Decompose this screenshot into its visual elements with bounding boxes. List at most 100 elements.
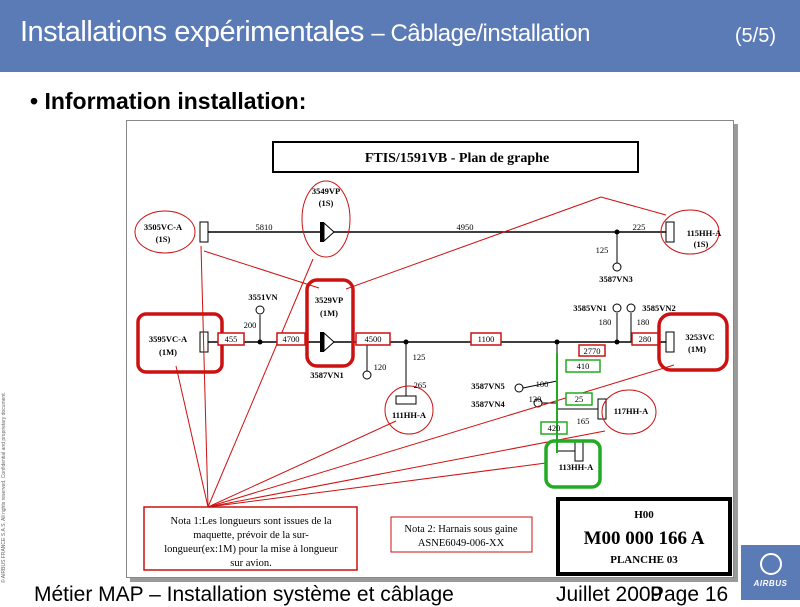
length-100: 100 (536, 379, 549, 389)
logo-text: AIRBUS (753, 579, 788, 588)
highlight-3529 (305, 278, 355, 368)
note2-line: ASNE6049-006-XX (418, 538, 505, 549)
junction-dot (403, 339, 409, 345)
box-1100 (470, 332, 502, 346)
length-265: 265 (414, 380, 427, 390)
splice-vn3 (612, 262, 622, 272)
length-225: 225 (633, 222, 646, 232)
label-3549: 3549VP (312, 186, 340, 196)
length-455: 455 (225, 334, 238, 344)
note1-line: Nota 1:Les longueurs sont issues de la (171, 516, 332, 527)
green-length-boxes (540, 359, 601, 435)
length-180a: 180 (599, 317, 612, 327)
label-115-mult: (1S) (694, 239, 709, 249)
length-180b: 180 (637, 317, 650, 327)
title-main: Installations expérimentales (20, 16, 364, 48)
note1-line: maquette, prévoir de la sur- (193, 530, 309, 541)
cartouche-box (556, 497, 732, 576)
logo-mark-icon (760, 553, 782, 575)
cartouche-planche: PLANCHE 03 (610, 554, 678, 566)
node-labels: 3505VC-A (1S) 3549VP (1S) 115HH-A (1S) 3… (144, 186, 722, 472)
connector-113 (574, 440, 584, 462)
length-410: 410 (577, 361, 590, 371)
slide-title: Installations expérimentales – Câblage/i… (20, 16, 590, 49)
box-410 (565, 359, 601, 373)
length-4700: 4700 (283, 334, 300, 344)
highlight-113 (544, 439, 602, 489)
splice-vn5 (514, 383, 524, 393)
junction-dot (257, 339, 263, 345)
title-subtitle: – Câblage/installation (371, 20, 590, 47)
connector-3505 (199, 221, 209, 243)
length-25: 25 (575, 394, 584, 404)
label-3253-mult: (1M) (688, 344, 706, 354)
label-117: 117HH-A (614, 406, 649, 416)
ellipse-117 (601, 389, 657, 435)
arrow-line (200, 245, 209, 508)
bullet-glyph: • (30, 88, 39, 114)
label-3505: 3505VC-A (144, 222, 183, 232)
ellipse-111 (384, 385, 434, 435)
length-130: 130 (529, 394, 542, 404)
arrow-line (207, 462, 547, 508)
label-3529: 3529VP (315, 295, 343, 305)
label-3551: 3551VN (248, 292, 278, 302)
length-2770: 2770 (584, 346, 601, 356)
box-2770 (578, 344, 606, 357)
arrow-line (600, 196, 667, 216)
label-3505-mult: (1S) (156, 234, 171, 244)
label-3595-mult: (1M) (159, 347, 177, 357)
feedthrough-3529 (320, 332, 324, 352)
box-420 (540, 421, 568, 435)
label-3253: 3253VC (685, 332, 714, 342)
connector-111 (395, 395, 417, 405)
junction-dot (614, 229, 620, 235)
diagram-svg: FTIS/1591VB - Plan de graphe (134, 141, 732, 576)
length-125b: 125 (413, 352, 426, 362)
connector-3253 (665, 331, 675, 353)
branch-vn5 (522, 380, 558, 389)
footer-page: Page 16 (650, 583, 729, 606)
ellipse-3505 (134, 210, 196, 254)
label-3587vn5: 3587VN5 (471, 381, 505, 391)
length-420: 420 (548, 423, 561, 433)
arrow-line (207, 430, 606, 508)
label-3585vn2: 3585VN2 (642, 303, 676, 313)
arrow-line (175, 365, 209, 508)
bullet-text: Information installation: (44, 88, 307, 114)
junction-dot (554, 339, 560, 345)
arrow-line (345, 196, 602, 290)
red-length-boxes (217, 332, 659, 357)
box-25 (565, 392, 593, 406)
length-5810: 5810 (256, 222, 273, 232)
length-4500: 4500 (365, 334, 382, 344)
ellipse-3549 (301, 180, 351, 258)
length-1100: 1100 (478, 334, 495, 344)
note1-line: longueur(ex:1M) pour la mise à longueur (164, 544, 338, 555)
footer-date: Juillet 2009 (556, 583, 663, 606)
connector-115 (665, 221, 675, 243)
title-bar: Installations expérimentales – Câblage/i… (0, 0, 800, 72)
arrow-line (207, 258, 314, 508)
note1-box (143, 506, 358, 571)
note2-text: Nota 2: Harnais sous gaine ASNE6049-006-… (404, 524, 517, 549)
splice-vn4 (533, 398, 543, 408)
ellipse-115 (660, 209, 720, 255)
arrow-line (207, 420, 397, 508)
label-3595: 3595VC-A (149, 334, 188, 344)
label-115: 115HH-A (687, 228, 722, 238)
arrow-line (207, 364, 675, 508)
harness-diagram: FTIS/1591VB - Plan de graphe (126, 120, 734, 578)
junction-dot (614, 339, 620, 345)
note2-line: Nota 2: Harnais sous gaine (404, 524, 517, 535)
cartouche-ref: H00 (634, 509, 654, 521)
feedthrough-3529-arrow (323, 331, 335, 353)
label-3587vn4: 3587VN4 (471, 399, 505, 409)
box-455 (217, 332, 245, 346)
length-165: 165 (577, 416, 590, 426)
note1-line: sur avion. (230, 558, 271, 569)
length-4950: 4950 (457, 222, 474, 232)
note1-text: Nota 1:Les longueurs sont issues de la m… (164, 516, 338, 569)
diagram-title: FTIS/1591VB - Plan de graphe (365, 151, 549, 166)
label-3585vn1: 3585VN1 (573, 303, 607, 313)
